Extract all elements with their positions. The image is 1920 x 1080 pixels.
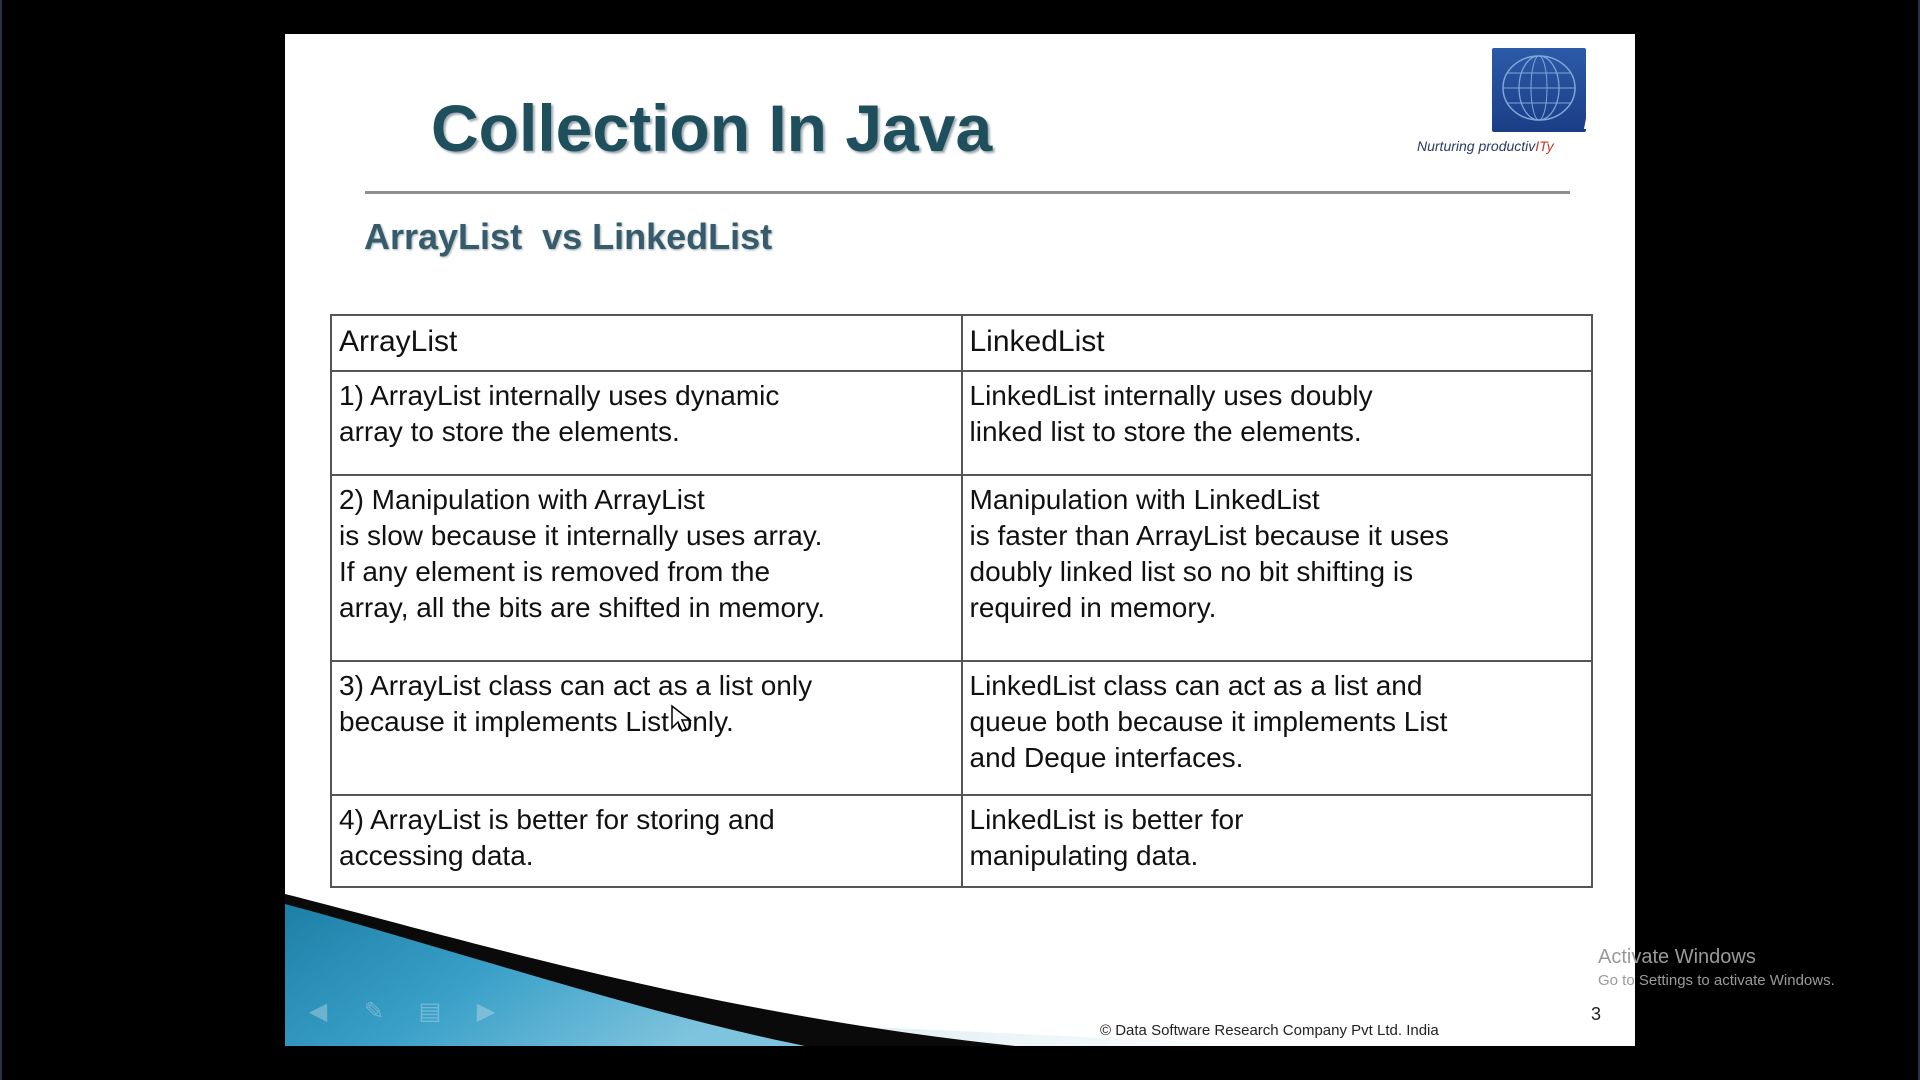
header-cell-linkedlist: LinkedList	[960, 314, 1593, 372]
table-row: 4) ArrayList is better for storing and a…	[330, 794, 1593, 888]
logo-box: DSRC	[1492, 48, 1635, 134]
back-arrow-icon[interactable]: ◀	[308, 998, 328, 1025]
slideshow-nav-controls: ◀ ✎ ▤ ▶	[299, 999, 505, 1025]
forward-arrow-icon[interactable]: ▶	[476, 998, 496, 1025]
slide-title: Collection In Java	[431, 91, 993, 165]
screen-edge-right	[1918, 0, 1920, 1080]
dsrc-logo: DSRC Nurturing productivITy	[1417, 46, 1635, 154]
table-cell: 4) ArrayList is better for storing and a…	[330, 794, 963, 888]
comparison-table: ArrayList LinkedList 1) ArrayList intern…	[330, 314, 1593, 888]
table-cell: LinkedList is better for manipulating da…	[960, 794, 1593, 888]
slide-subtitle: ArrayList vs LinkedList	[364, 216, 773, 257]
screen-edge-left	[0, 0, 2, 1080]
presentation-slide: Collection In Java DSRC Nurturing produc…	[285, 34, 1635, 1046]
decorative-swoosh	[285, 894, 1285, 1046]
activate-windows-title: Activate Windows	[1598, 946, 1756, 968]
title-divider	[365, 191, 1570, 194]
copyright-text: © Data Software Research Company Pvt Ltd…	[1100, 1022, 1439, 1039]
table-cell: LinkedList internally uses doubly linked…	[960, 370, 1593, 476]
table-header-row: ArrayList LinkedList	[330, 314, 1593, 372]
globe-icon	[1502, 55, 1576, 121]
pen-icon[interactable]: ✎	[363, 998, 385, 1025]
menu-icon[interactable]: ▤	[418, 998, 442, 1025]
table-cell: Manipulation with LinkedList is faster t…	[960, 474, 1593, 662]
header-cell-arraylist: ArrayList	[330, 314, 963, 372]
table-row: 2) Manipulation with ArrayList is slow b…	[330, 474, 1593, 662]
logo-tagline-highlight: ITy	[1535, 138, 1554, 154]
table-cell: 2) Manipulation with ArrayList is slow b…	[330, 474, 963, 662]
logo-tagline-prefix: Nurturing productiv	[1417, 138, 1536, 154]
logo-text: DSRC	[1583, 112, 1635, 134]
table-row: 3) ArrayList class can act as a list onl…	[330, 660, 1593, 796]
table-cell: 1) ArrayList internally uses dynamic arr…	[330, 370, 963, 476]
table-row: 1) ArrayList internally uses dynamic arr…	[330, 370, 1593, 476]
logo-tagline: Nurturing productivITy	[1417, 138, 1617, 154]
page-number: 3	[1591, 1004, 1602, 1024]
activate-windows-subtitle: Go to Settings to activate Windows.	[1598, 972, 1835, 989]
table-cell: 3) ArrayList class can act as a list onl…	[330, 660, 963, 796]
table-cell: LinkedList class can act as a list and q…	[960, 660, 1593, 796]
mouse-cursor-icon	[671, 704, 692, 733]
